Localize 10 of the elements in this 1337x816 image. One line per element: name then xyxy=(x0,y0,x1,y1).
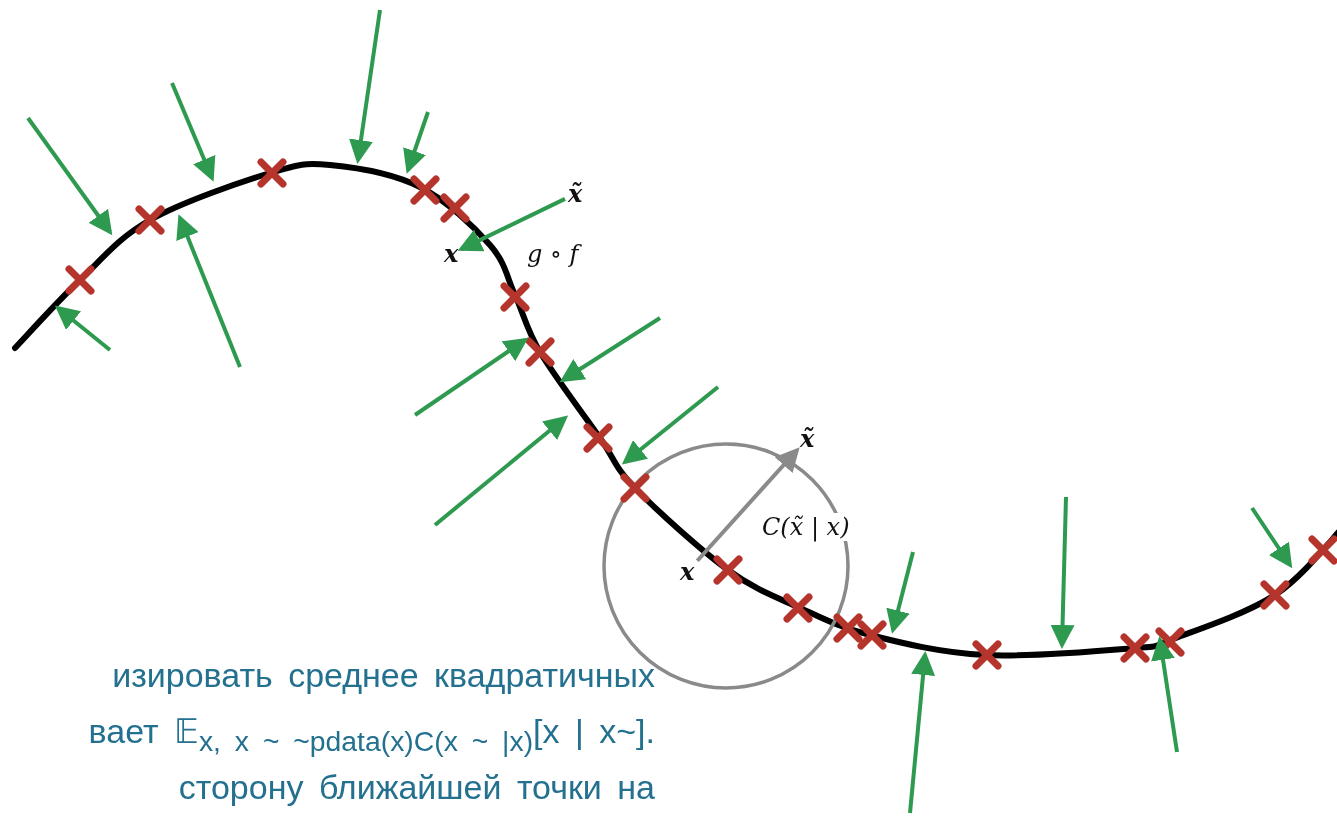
paragraph-text: изировать среднее квадратичных xyxy=(111,655,655,695)
arrow xyxy=(457,197,566,252)
math-symbol: x̃ xyxy=(800,425,815,453)
math-symbol: x xyxy=(444,240,459,268)
edge-label: C(x̃ | x) xyxy=(760,513,852,541)
arrow xyxy=(695,447,800,563)
math-symbol: x̃ xyxy=(568,180,583,208)
math-symbol: x xyxy=(680,558,695,586)
paragraph-text: вает 𝔼$_{x, x ~ ~pdata(x)C(x ~ |x)}$[x | x~]. xyxy=(87,711,655,759)
paragraph-text: сторону ближайшей точки на xyxy=(177,767,655,807)
